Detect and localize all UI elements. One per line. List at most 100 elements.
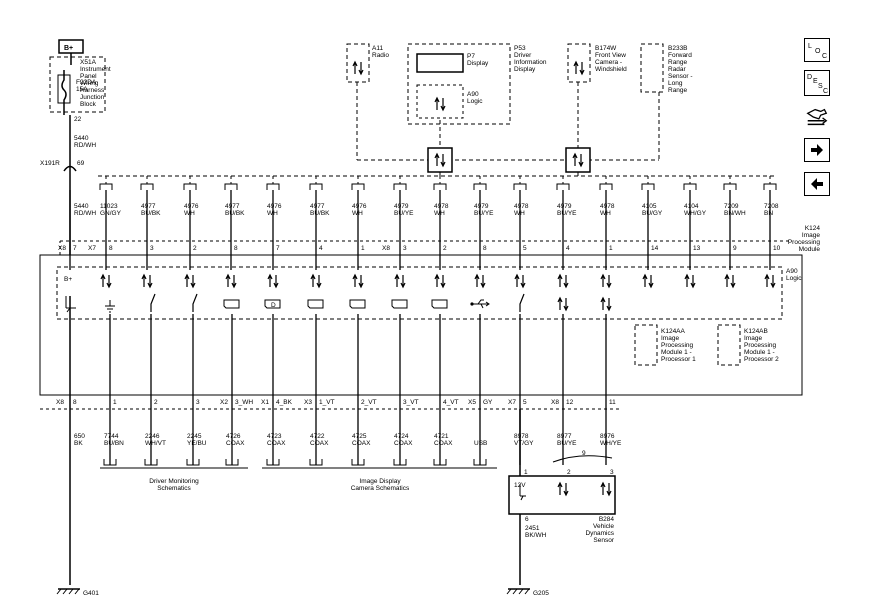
wire-circuit-number: 650 bbox=[74, 433, 85, 440]
wire-color: BK bbox=[74, 440, 83, 447]
wire-color: BU/BK bbox=[225, 210, 245, 217]
desc-e: E bbox=[813, 78, 818, 85]
wire-color: BN/WH bbox=[724, 210, 746, 217]
connector-id: X5 bbox=[468, 399, 476, 406]
bidirectional-arrow-icon bbox=[684, 273, 696, 289]
connector-cavity bbox=[144, 459, 158, 466]
bidirectional-arrow-icon bbox=[724, 273, 736, 289]
wire-circuit-number: 4976 bbox=[352, 203, 367, 210]
wire-circuit-number: 4978 bbox=[434, 203, 449, 210]
wire-color: WH/VT bbox=[145, 440, 166, 447]
connector-pin: 11 bbox=[609, 399, 616, 406]
wire-circuit-number: 4722 bbox=[310, 433, 325, 440]
wire-circuit-number: 4976 bbox=[184, 203, 199, 210]
bidirectional-arrow-icon bbox=[557, 296, 569, 312]
bidirectional-arrow-icon bbox=[600, 296, 612, 312]
wire-color: BU/BN bbox=[104, 440, 124, 447]
connector-id: X8 bbox=[382, 245, 390, 252]
connector-pin: 5 bbox=[523, 245, 527, 252]
connector-pin: 1_VT bbox=[319, 399, 335, 406]
connector-pin: 14 bbox=[651, 245, 659, 252]
wire-circuit-number: 4104 bbox=[684, 203, 699, 210]
inline-connector: X191R bbox=[40, 160, 60, 167]
coax-video-icon bbox=[349, 299, 366, 309]
vds-ground-color: BK/WH bbox=[525, 532, 547, 539]
arrow-right-icon bbox=[811, 144, 823, 156]
connector-pin: 2 bbox=[443, 245, 447, 252]
wire-circuit-number: 4723 bbox=[267, 433, 282, 440]
wire-color: WH bbox=[267, 210, 278, 217]
wire-color: COAX bbox=[352, 440, 371, 447]
bidirectional-arrow-icon bbox=[352, 273, 364, 289]
connector-pin: 8 bbox=[73, 399, 77, 406]
wire-circuit-number: 8977 bbox=[557, 433, 572, 440]
bidirectional-arrow-icon bbox=[600, 481, 612, 497]
connector-cavity bbox=[433, 459, 447, 466]
wire-color: COAX bbox=[394, 440, 413, 447]
connector-cavity bbox=[140, 183, 154, 190]
connector-cavity bbox=[351, 459, 365, 466]
wire-color: BU/YE bbox=[557, 210, 577, 217]
svg-text:D: D bbox=[271, 302, 276, 309]
wire-color: BN bbox=[764, 210, 773, 217]
connector-pin: 4_BK bbox=[276, 399, 293, 406]
desc-s: S bbox=[818, 83, 823, 90]
wire-circuit-number: 7208 bbox=[764, 203, 779, 210]
bidirectional-arrow-icon bbox=[514, 273, 526, 289]
next-page-button[interactable] bbox=[804, 138, 830, 162]
loc-o: O bbox=[815, 48, 821, 55]
connector-pin: 4 bbox=[319, 245, 323, 252]
k124-module-box bbox=[39, 254, 803, 396]
connector-pin: 4_VT bbox=[443, 399, 459, 406]
wire-circuit-number: 4725 bbox=[352, 433, 367, 440]
connector-cavity bbox=[556, 183, 570, 190]
logic-bidirectional-arrow-icon bbox=[434, 96, 446, 112]
switch-input-icon bbox=[192, 293, 198, 312]
connector-id: X2 bbox=[220, 399, 228, 406]
connector-pin: 2 bbox=[193, 245, 197, 252]
connector-cavity bbox=[266, 183, 280, 190]
connector-pin: 3 bbox=[196, 399, 200, 406]
previous-page-button[interactable] bbox=[804, 172, 830, 196]
connector-pin: 8 bbox=[109, 245, 113, 252]
connector-pin: 3_WH bbox=[235, 399, 253, 406]
connector-cavity bbox=[309, 183, 323, 190]
bidirectional-arrow-icon bbox=[600, 273, 612, 289]
connector-view-button[interactable] bbox=[804, 102, 830, 132]
wire-color: BU/BK bbox=[141, 210, 161, 217]
location-view-button[interactable]: L O C bbox=[804, 38, 830, 62]
bidirectional-arrow-icon bbox=[310, 273, 322, 289]
connector-pin: 8 bbox=[234, 245, 238, 252]
wire-circuit-number: 7744 bbox=[104, 433, 119, 440]
connector-plug-icon bbox=[806, 108, 828, 126]
connector-id: X8 bbox=[56, 399, 64, 406]
bus-splice-arrow-icon bbox=[434, 152, 446, 168]
wire-circuit-number: 5440 bbox=[74, 203, 89, 210]
connector-cavity bbox=[183, 183, 197, 190]
connector-pin: 10 bbox=[773, 245, 781, 252]
connector-cavity bbox=[266, 459, 280, 466]
arrow-left-icon bbox=[811, 178, 823, 190]
twist-marker: 9 bbox=[582, 450, 586, 457]
coax-video-icon bbox=[223, 299, 240, 309]
fuse-pin: 22 bbox=[74, 116, 82, 123]
connector-cavity bbox=[763, 183, 777, 190]
connector-pin: 4 bbox=[566, 245, 570, 252]
supply-circuit-color: RD/WH bbox=[74, 142, 96, 149]
wire-circuit-number: 7209 bbox=[724, 203, 739, 210]
connector-pin: 9 bbox=[733, 245, 737, 252]
bidirectional-arrow-icon bbox=[141, 273, 153, 289]
description-view-button[interactable]: D E S C bbox=[804, 70, 830, 96]
wire-color: BU/YE bbox=[394, 210, 414, 217]
inline-pin: 69 bbox=[77, 160, 85, 167]
wire-circuit-number: 4979 bbox=[557, 203, 572, 210]
